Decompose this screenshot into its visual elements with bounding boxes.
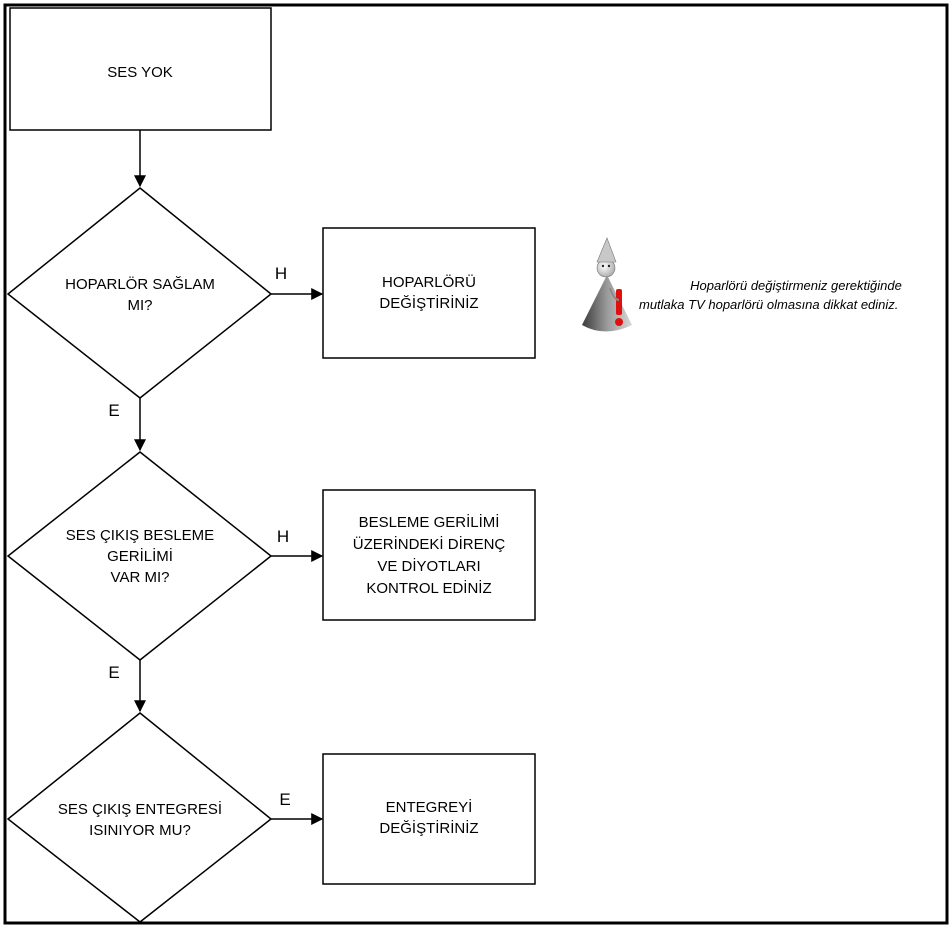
action1-label-line1: HOPARLÖRÜ [382, 273, 476, 291]
decision1-yes-label: E [108, 401, 119, 420]
decision2-no-label: H [277, 527, 289, 546]
action3-label-line1: ENTEGREYİ [386, 798, 473, 816]
action3-label-line2: DEĞİŞTİRİNİZ [379, 819, 478, 837]
action2-label-line4: KONTROL EDİNİZ [366, 579, 491, 597]
decision3-yes-label: E [279, 790, 290, 809]
decision2-label-line3: VAR MI? [111, 569, 170, 586]
action-check-supply [322, 489, 536, 621]
warning-figure-icon [582, 237, 632, 332]
decision2-label-line1: SES ÇIKIŞ BESLEME [66, 527, 214, 544]
action-replace-ic [322, 753, 536, 885]
action1-label-line2: DEĞİŞTİRİNİZ [379, 294, 478, 312]
note-line2: mutlaka TV hoparlörü olmasına dikkat edi… [639, 297, 898, 312]
decision3-label-line1: SES ÇIKIŞ ENTEGRESİ [58, 800, 222, 818]
decision1-label-line2: MI? [127, 297, 152, 314]
decision-ic-heating [6, 712, 273, 923]
action2-label-line3: VE DİYOTLARI [377, 557, 480, 575]
action2-label-line1: BESLEME GERİLİMİ [359, 513, 500, 531]
decision-speaker-ok [6, 187, 273, 399]
start-box [9, 7, 272, 131]
start-box-label: SES YOK [107, 64, 173, 81]
note-line1: Hoparlörü değiştirmeniz gerektiğinde [690, 278, 902, 293]
decision1-label-line1: HOPARLÖR SAĞLAM [65, 275, 215, 293]
decision3-label-line2: ISINIYOR MU? [89, 822, 191, 839]
action-replace-speaker [322, 227, 536, 359]
page-border [3, 3, 949, 925]
decision2-yes-label: E [108, 663, 119, 682]
decision1-no-label: H [275, 264, 287, 283]
decision2-label-line2: GERİLİMİ [107, 547, 173, 565]
action2-label-line2: ÜZERİNDEKİ DİRENÇ [353, 535, 506, 553]
